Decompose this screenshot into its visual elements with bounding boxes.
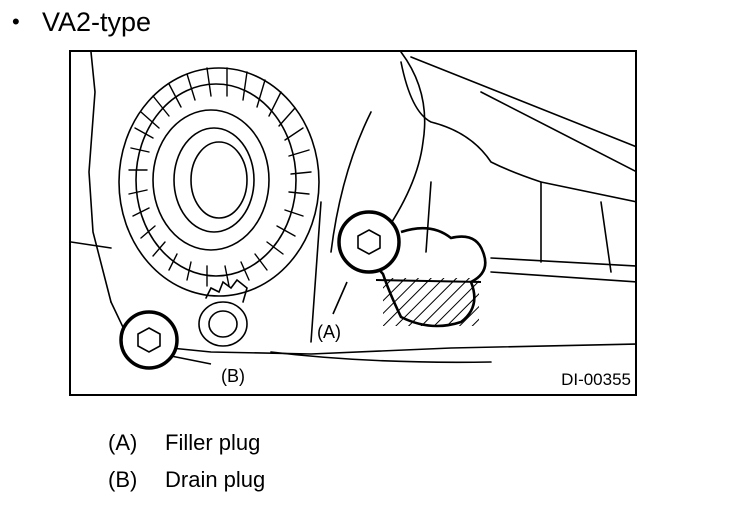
callout-a-label: (A)	[317, 322, 341, 342]
differential-drawing	[71, 52, 635, 370]
bullet-icon: •	[12, 9, 20, 34]
legend: (A) Filler plug (B) Drain plug	[108, 424, 265, 498]
legend-item: (B) Drain plug	[108, 461, 265, 498]
technical-illustration: (A) (B) DI-00355	[69, 50, 637, 396]
legend-label: Filler plug	[165, 430, 261, 455]
legend-item: (A) Filler plug	[108, 424, 265, 461]
legend-label: Drain plug	[165, 467, 266, 492]
callout-b-label: (B)	[221, 366, 245, 386]
figure-id: DI-00355	[561, 370, 631, 389]
legend-key: (A)	[108, 430, 138, 455]
section-heading: • VA2-type	[12, 4, 151, 40]
legend-key: (B)	[108, 467, 138, 492]
heading-text: VA2-type	[42, 7, 152, 37]
